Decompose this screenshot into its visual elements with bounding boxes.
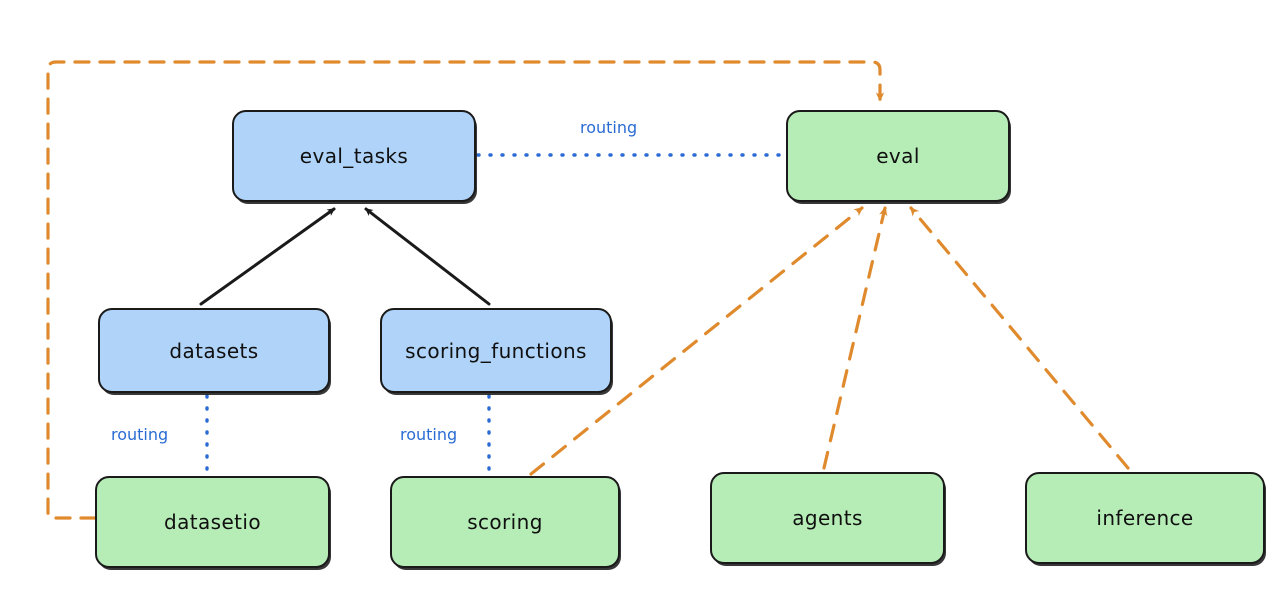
node-eval-tasks[interactable]: eval_tasks <box>232 110 476 202</box>
node-agents[interactable]: agents <box>710 472 945 564</box>
node-datasets[interactable]: datasets <box>98 308 330 393</box>
node-label: datasetio <box>163 510 261 534</box>
node-label: agents <box>792 506 863 530</box>
node-scoring[interactable]: scoring <box>390 476 620 568</box>
edge-datasetio-eval <box>46 60 885 520</box>
node-scoring-functions[interactable]: scoring_functions <box>380 308 612 393</box>
edge-inference-eval <box>909 206 1130 470</box>
edge-label-routing-eval-tasks-eval: routing <box>580 118 638 137</box>
node-label: scoring_functions <box>405 338 587 363</box>
edge-label-routing-scoring-functions-scoring: routing <box>400 425 458 444</box>
node-eval[interactable]: eval <box>786 110 1010 202</box>
node-datasetio[interactable]: datasetio <box>95 476 330 568</box>
edge-scoring_functions-eval_tasks <box>364 207 491 306</box>
node-label: scoring <box>467 510 543 534</box>
node-label: eval <box>876 144 920 168</box>
edge-label-routing-datasets-datasetio: routing <box>111 425 169 444</box>
edge-datasets-eval_tasks <box>199 207 336 306</box>
node-inference[interactable]: inference <box>1025 472 1265 564</box>
edge-scoring-eval <box>529 206 864 476</box>
node-label: eval_tasks <box>299 144 409 168</box>
edge-agents-eval <box>822 206 888 470</box>
node-label: datasets <box>169 338 259 363</box>
node-label: inference <box>1096 506 1194 530</box>
